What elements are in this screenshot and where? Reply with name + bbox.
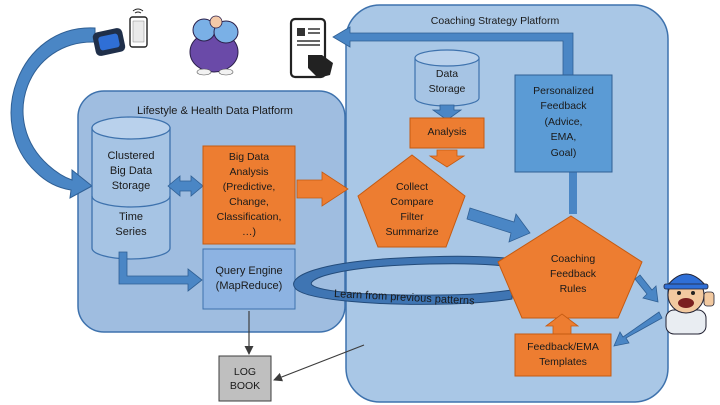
clustered-storage-cylinder bbox=[91, 116, 171, 260]
log-book-label: LOG BOOK bbox=[229, 365, 261, 392]
data-storage-label: Data Storage bbox=[428, 68, 466, 95]
tablet-touch-icon bbox=[289, 17, 333, 79]
collect-label: Collect Compare Filter Summarize bbox=[385, 181, 439, 238]
lifestyle-platform-title: Lifestyle & Health Data Platform bbox=[137, 105, 293, 118]
coaching-rules-pentagon bbox=[497, 215, 643, 319]
query-engine-box bbox=[202, 248, 296, 310]
storage-to-analysis-arrow bbox=[431, 104, 463, 121]
big-data-analysis-label: Big Data Analysis (Predictive, Change, C… bbox=[216, 151, 282, 238]
coach-to-templates-arrow bbox=[613, 311, 663, 347]
log-book-box bbox=[218, 355, 272, 402]
analysis-to-collect-arrow bbox=[296, 171, 349, 207]
coaching-platform-title: Coaching Strategy Platform bbox=[430, 15, 560, 28]
person-character-icon bbox=[189, 15, 239, 76]
analysis-to-collect-down-arrow bbox=[428, 149, 466, 168]
analysis-box bbox=[409, 117, 485, 149]
query-engine-label: Query Engine (MapReduce) bbox=[215, 264, 283, 293]
time-series-label: Time Series bbox=[115, 211, 147, 238]
coaching-to-logbook-line bbox=[273, 344, 365, 382]
coaching-rules-label: Coaching Feedback Rules bbox=[549, 252, 597, 295]
storage-to-query-arrow bbox=[118, 251, 203, 292]
collect-pentagon bbox=[357, 154, 466, 248]
clustered-storage-label: Clustered Big Data Storage bbox=[107, 149, 155, 192]
rules-to-coach-arrow bbox=[634, 274, 659, 303]
smartwatch-icon bbox=[92, 28, 126, 56]
templates-to-rules-arrow bbox=[544, 313, 580, 335]
templates-box bbox=[514, 333, 612, 377]
data-storage-cylinder bbox=[414, 49, 480, 107]
feedback-to-tablet-arrow bbox=[332, 26, 574, 76]
personalized-feedback-label: Personalized Feedback (Advice, EMA, Goal… bbox=[533, 84, 594, 159]
collect-to-rules-arrow bbox=[466, 207, 531, 243]
analysis-label: Analysis bbox=[427, 126, 467, 139]
big-data-analysis-box bbox=[202, 145, 296, 245]
wearables-to-storage-arrow bbox=[10, 27, 96, 199]
coach-character-icon bbox=[663, 273, 715, 335]
personalized-feedback-box bbox=[514, 74, 613, 173]
templates-label: Feedback/EMA Templates bbox=[527, 341, 599, 368]
smartphone-icon bbox=[129, 8, 148, 48]
